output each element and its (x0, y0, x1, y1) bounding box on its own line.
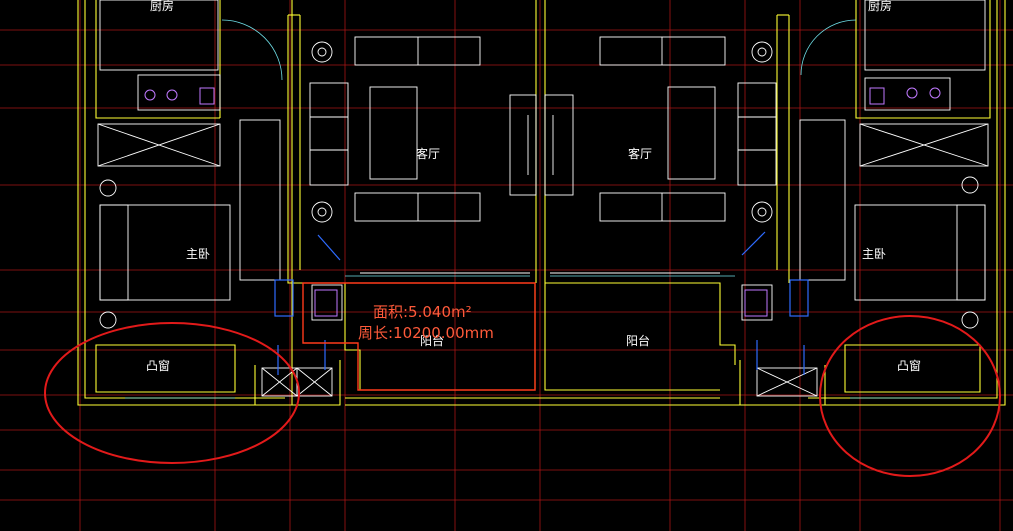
callout-ellipses (44, 315, 1001, 477)
label-master-bedroom-right: 主卧 (862, 247, 886, 261)
measured-balcony-region (302, 282, 536, 391)
label-living-room-right: 客厅 (628, 146, 652, 161)
label-living-room-left: 客厅 (416, 146, 440, 161)
label-kitchen-right: 厨房 (868, 0, 892, 13)
fixtures (97, 0, 989, 397)
label-balcony-left: 阳台 (420, 333, 444, 348)
label-kitchen-left: 厨房 (150, 0, 174, 13)
label-balcony-right: 阳台 (626, 333, 650, 348)
area-readout: 面积:5.040m² (373, 303, 472, 321)
callout-left-bay-window (44, 322, 300, 464)
label-bay-window-left: 凸窗 (146, 359, 170, 373)
label-bay-window-right: 凸窗 (897, 359, 921, 373)
label-master-bedroom-left: 主卧 (186, 247, 210, 261)
doors-glass (125, 19, 960, 399)
walls (77, 0, 1006, 406)
columns (274, 231, 809, 375)
perimeter-readout: 周长:10200.00mm (358, 324, 494, 342)
callout-right-bay-window (819, 315, 1001, 477)
appliances (144, 87, 941, 317)
